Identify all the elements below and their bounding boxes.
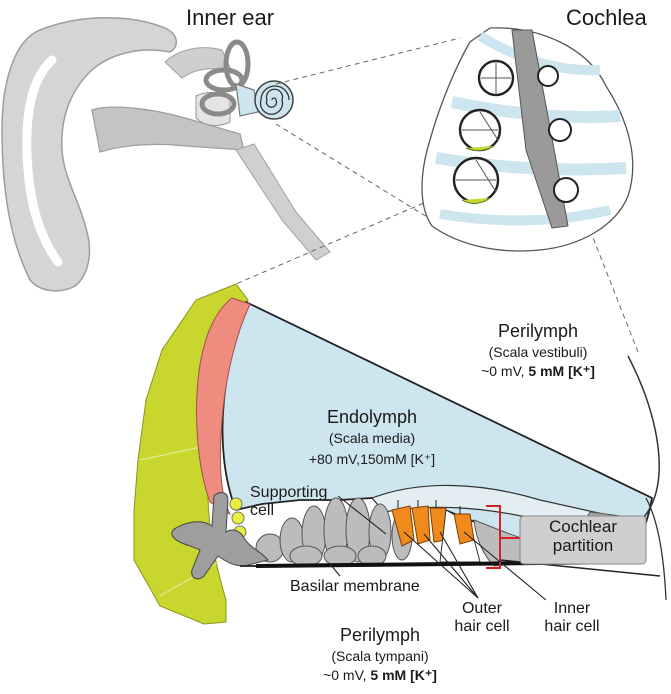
duct-2-membranes: [462, 111, 499, 141]
inner-ear-small: [199, 39, 294, 120]
pinna-shape: [1, 17, 177, 292]
claudius-cell-2: [231, 511, 245, 525]
perilymph-tympani-label: Perilymph (Scala tympani) ~0 mV, 5 mM [K…: [300, 625, 460, 684]
perilymph-bottom-value-bold: 5 mM [K⁺]: [370, 667, 437, 684]
outer-hair-cell-label: Outer hair cell: [452, 600, 512, 635]
canal-lateral: [203, 67, 245, 93]
outer-hair-cells: [391, 505, 447, 547]
perilymph-top-name: Perilymph: [497, 321, 579, 341]
outer-hair-cell-2: [411, 505, 431, 545]
inner-ear-title: Inner ear: [186, 5, 275, 30]
duct-3-membranes: [456, 159, 497, 193]
supporting-cell-line-2: cell: [250, 501, 275, 519]
vestibule: [235, 83, 259, 117]
cochlear-partition-label: Cochlear partition: [520, 517, 646, 555]
perilymph-vestibuli-label: Perilymph (Scala vestibuli) ~0 mV, 5 mM …: [456, 321, 620, 380]
perilymph-top-value-bold: 5 mM [K⁺]: [528, 363, 595, 380]
ligament-line: [139, 445, 207, 461]
perilymph-top-sub: (Scala vestibuli): [488, 343, 588, 360]
stereocilia: [397, 500, 461, 514]
supporting-cell-line-1: Supporting: [250, 484, 328, 501]
outer-hair-cell-line-1: Outer: [461, 600, 502, 617]
endolymph-sub: (Scala media): [328, 429, 416, 446]
cochlea-section: [421, 27, 634, 252]
zoom-line-top: [275, 37, 461, 85]
duct-2-ligament: [465, 145, 495, 152]
zoom-line-left: [235, 195, 441, 285]
spiral-prominence: [171, 492, 269, 580]
leader-basilar-membrane: [329, 563, 341, 577]
zoom-line-mid: [275, 123, 433, 221]
supporting-cells: [255, 497, 413, 567]
perilymph-bottom-name: Perilymph: [339, 625, 421, 645]
outer-hair-cell-line-2: hair cell: [454, 617, 510, 635]
support-cell-h: [289, 545, 323, 567]
canal-posterior: [199, 91, 237, 117]
duct-1-membranes: [481, 63, 511, 93]
pinna-helix: [22, 55, 63, 267]
cochlear-duct-5: [548, 118, 572, 142]
leader-lines: [329, 495, 547, 601]
leader-ohc-2: [423, 533, 479, 599]
perilymph-top-value-plain: ~0 mV,: [481, 363, 529, 380]
duct-3-ligament: [461, 197, 491, 204]
cochlea-band-3: [435, 152, 627, 176]
cochlea-title: Cochlea: [566, 5, 647, 30]
cochlear-duct-4: [537, 65, 559, 87]
cochlea-band-4: [439, 205, 612, 226]
support-cell-i: [323, 545, 357, 567]
zoom-line-right: [589, 229, 639, 353]
inner-hair-cell-label: Inner hair cell: [532, 600, 612, 635]
outer-ear: [1, 17, 331, 292]
leader-ohc-1: [403, 531, 479, 599]
endolymph-value: +80 mV,150mM [K⁺]: [308, 451, 436, 468]
supporting-cell-label: Supporting cell: [250, 484, 327, 519]
canal-anterior: [223, 39, 251, 89]
perilymph-bottom-sub: (Scala tympani): [331, 647, 429, 664]
cochlear-partition-line-1: Cochlear: [548, 517, 618, 536]
basilar-membrane-label: Basilar membrane: [290, 578, 420, 595]
partition-bracket: [486, 505, 522, 569]
middle-ear-tissue: [164, 47, 233, 79]
inner-hair-cell-line-2: hair cell: [544, 617, 600, 635]
cochlear-duct-6: [553, 177, 579, 203]
endolymph-label: Endolymph (Scala media) +80 mV,150mM [K⁺…: [282, 407, 462, 468]
leader-ihc: [463, 531, 547, 601]
ligament-line-2: [159, 559, 223, 597]
leader-ohc-3: [439, 531, 479, 599]
bony-wall-lower: [645, 497, 667, 601]
eustachian-tube: [235, 143, 331, 261]
pinna-antihelix: [67, 89, 93, 185]
zoom-lines: [235, 37, 639, 353]
small-cochlea-spiral: [259, 85, 290, 115]
inner-hair-cell-line-1: Inner: [553, 600, 591, 617]
cochlea-band-1: [477, 31, 601, 76]
perilymph-bottom-value-plain: ~0 mV,: [323, 667, 371, 684]
cochlear-partition-line-2: partition: [552, 535, 614, 555]
claudius-cell-1: [229, 497, 243, 511]
endolymph-name: Endolymph: [326, 407, 418, 427]
perilymph-top-value: ~0 mV, 5 mM [K⁺]: [456, 363, 620, 380]
perilymph-bottom-value: ~0 mV, 5 mM [K⁺]: [300, 667, 460, 684]
leader-supporting-cell: [337, 495, 387, 535]
cochlear-partition-box: [519, 515, 647, 565]
modiolus: [511, 29, 569, 229]
